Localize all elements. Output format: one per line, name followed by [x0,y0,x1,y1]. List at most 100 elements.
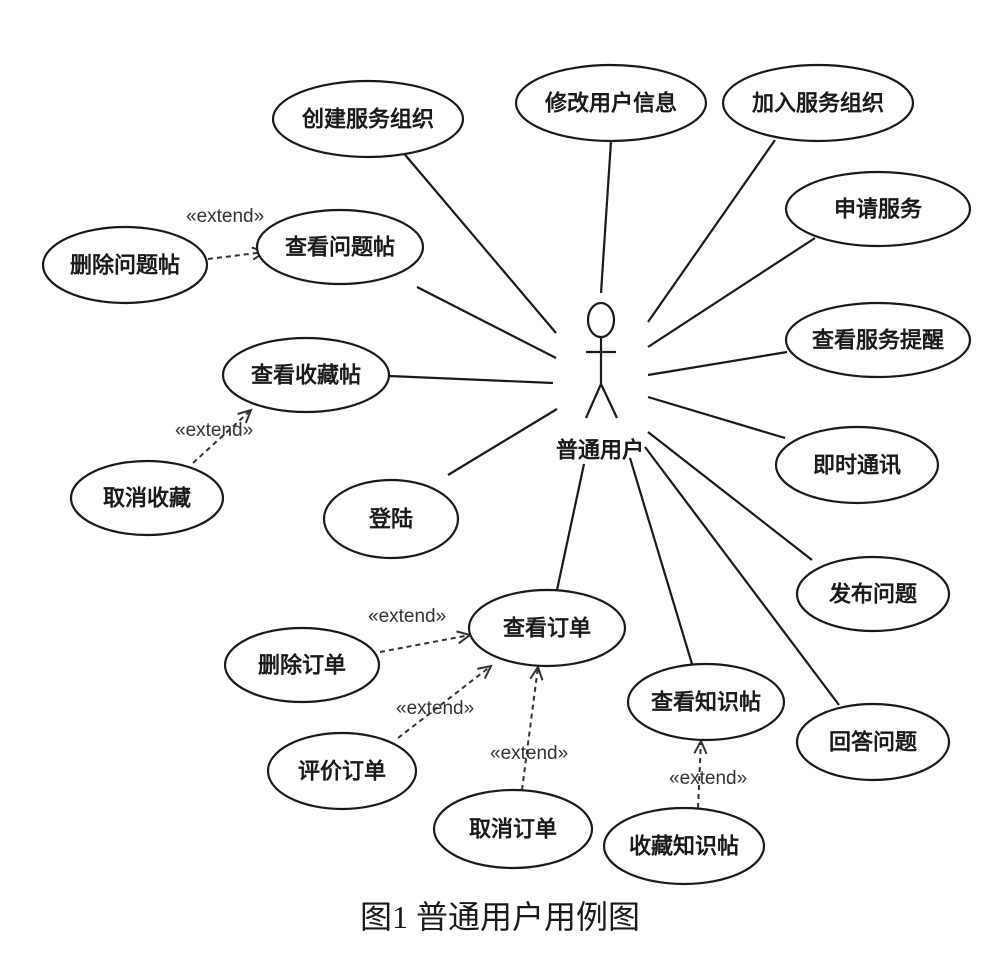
actor-left-leg [584,383,603,419]
use-case-instant-message: 即时通讯 [774,425,940,505]
association-line-post-question [647,431,813,561]
use-case-label: 取消订单 [469,817,557,842]
use-case-ellipse [467,588,627,668]
use-case-ellipse [795,555,951,633]
use-case-label: 查看订单 [503,616,591,641]
use-case-ellipse [69,459,225,537]
extend-label: «extend» [490,743,568,764]
use-case-label: 删除订单 [258,653,346,678]
extend-line [697,740,702,809]
extend-arrowhead [477,664,493,679]
use-case-view-order: 查看订单 [467,588,627,668]
use-case-label: 发布问题 [828,582,918,607]
use-case-delete-order: 删除订单 [223,626,381,704]
extend-label: «extend» [186,206,264,227]
use-case-view-reminder: 查看服务提醒 [784,301,972,379]
use-case-cancel-order: 取消订单 [432,788,594,870]
association-line-edit-user [599,140,613,294]
use-case-label: 创建服务组织 [301,107,434,132]
use-case-label: 查看收藏帖 [251,363,361,388]
use-case-ellipse [223,626,381,704]
association-line-answer-question [644,446,840,706]
extend-line [521,666,539,791]
association-line-view-reminder [647,350,788,377]
association-line-join-org [647,139,776,323]
use-case-login: 登陆 [322,478,460,560]
use-case-ellipse [255,208,425,286]
association-line-view-question [416,286,557,359]
use-case-join-org: 加入服务组织 [721,63,915,143]
use-case-apply-service: 申请服务 [784,170,972,248]
association-line-apply-service [647,237,816,348]
use-case-view-question: 查看问题帖 [255,208,425,286]
use-case-delete-question: 删除问题帖 [41,225,209,305]
use-case-ellipse [784,301,972,379]
extend-label: «extend» [175,420,253,441]
use-case-label: 查看知识帖 [651,690,761,715]
use-case-ellipse [602,806,766,886]
extend-line [207,251,266,260]
figure-caption: 图1 普通用户用例图 [360,899,640,935]
use-case-label: 查看问题帖 [285,235,395,260]
use-case-label: 申请服务 [834,197,923,222]
use-case-ellipse [795,702,951,782]
use-case-ellipse [41,225,209,305]
extend-label: «extend» [396,698,474,719]
use-case-ellipse [784,170,972,248]
association-line-create-org [400,149,557,334]
extend-delete-order-to-view-order: «extend» [368,606,473,653]
association-line-view-knowledge [628,457,694,665]
use-case-view-favorites: 查看收藏帖 [221,336,391,414]
extend-label: «extend» [368,606,446,627]
extend-arrowhead [237,408,253,424]
extend-line [379,634,471,653]
use-case-ellipse [221,336,391,414]
use-case-label: 回答问题 [829,730,918,755]
association-lines [388,139,840,706]
use-case-favorite-knowledge: 收藏知识帖 [602,806,766,886]
use-case-label: 取消收藏 [103,486,191,511]
use-case-ellipse [432,788,594,870]
use-case-post-question: 发布问题 [795,555,951,633]
extend-rate-order-to-view-order: «extend» [396,664,493,739]
extend-relationships: «extend» «extend» «extend» «extend» «extend»… [175,206,747,809]
use-case-ellipse [514,63,708,143]
use-case-label: 查看服务提醒 [812,328,944,353]
association-line-instant-message [647,395,786,440]
extend-cancel-order-to-view-order: «extend» [490,664,568,791]
use-case-label: 登陆 [368,507,413,532]
use-case-label: 删除问题帖 [70,253,180,278]
use-case-ellipse [266,731,418,811]
use-case-nodes: 创建服务组织 修改用户信息 加入服务组织申请服务查看问题帖删除问题帖查看服务提醒查看… [41,63,972,886]
actor-head [586,301,616,339]
extend-line [192,409,252,464]
use-case-cancel-favorite: 取消收藏 [69,459,225,537]
use-case-edit-user: 修改用户信息 [514,63,708,143]
use-case-ellipse [271,79,465,159]
association-line-view-order [555,463,586,591]
use-case-answer-question: 回答问题 [795,702,951,782]
use-case-label: 即时通讯 [813,453,901,478]
extend-arrowhead [456,630,473,645]
use-case-create-org: 创建服务组织 [271,79,465,159]
extend-arrowhead [529,664,544,681]
use-case-rate-order: 评价订单 [266,731,418,811]
use-case-label: 评价订单 [298,759,386,784]
use-case-ellipse [322,478,460,560]
use-case-label: 加入服务组织 [751,91,884,116]
extend-line [397,665,492,739]
use-case-ellipse [721,63,915,143]
extend-favorite-knowledge-to-view-knowledge: «extend» [669,738,747,809]
association-line-login [447,408,558,476]
use-case-view-knowledge: 查看知识帖 [626,662,786,742]
use-case-ellipse [626,662,786,742]
use-case-label: 修改用户信息 [544,91,677,116]
use-case-ellipse [774,425,940,505]
actor-normal-user: 普通用户 [556,301,644,463]
actor-label: 普通用户 [556,438,644,463]
actor-right-leg [600,383,618,419]
use-case-label: 收藏知识帖 [629,834,739,859]
extend-label: «extend» [669,768,747,789]
association-line-view-favorites [388,374,554,385]
extend-cancel-favorite-to-view-favorites: «extend» [175,408,253,464]
